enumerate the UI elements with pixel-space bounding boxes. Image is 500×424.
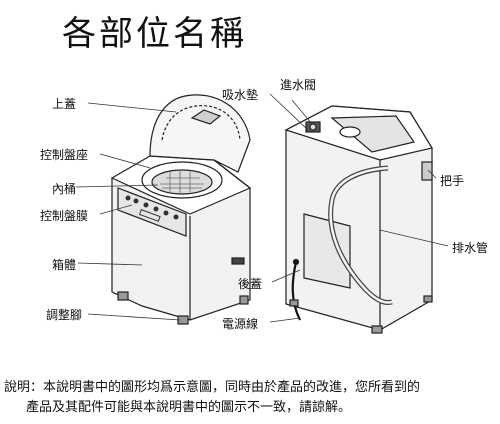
label-back-cover: 後蓋	[238, 277, 263, 291]
label-control-panel-membrane: 控制盤膜	[40, 209, 89, 223]
note-line-1: 說明：本說明書中的圖形均爲示意圖，同時由於產品的改進，您所看到的	[4, 380, 421, 395]
label-adjusting-foot: 調整腳	[46, 308, 83, 322]
label-inner-tub: 內桶	[52, 182, 77, 196]
page-title: 各部位名稱	[62, 14, 247, 54]
back-view-machine	[284, 105, 433, 334]
label-cabinet: 箱體	[52, 258, 77, 272]
note-line-2: 產品及其配件可能與本說明書中的圖示不一致，請諒解。	[26, 400, 352, 415]
label-absorbent-pad: 吸水墊	[222, 88, 259, 102]
label-inlet-valve: 進水閥	[280, 78, 317, 92]
label-top-lid: 上蓋	[52, 97, 77, 111]
label-drain-hose: 排水管	[452, 241, 489, 255]
label-control-panel-seat: 控制盤座	[40, 148, 89, 162]
back-leader-lines	[269, 93, 449, 323]
front-leader-lines	[75, 102, 181, 321]
label-power-cord: 電源線	[222, 317, 259, 331]
disclaimer-note: 說明：本說明書中的圖形均爲示意圖，同時由於產品的改進，您所看到的 產品及其配件可…	[4, 378, 496, 418]
front-view-machine	[110, 94, 252, 325]
label-handle: 把手	[440, 174, 465, 188]
